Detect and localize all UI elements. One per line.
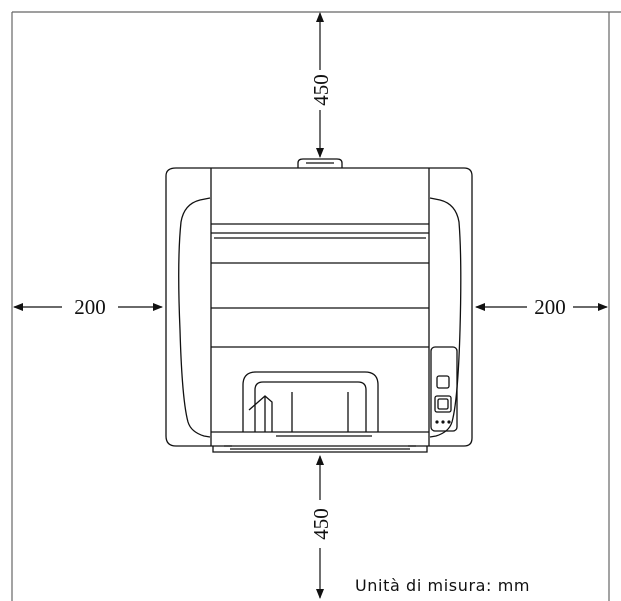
left-clearance-label: 200	[74, 295, 106, 319]
top-clearance-label: 450	[309, 74, 333, 106]
control-panel-leds	[435, 420, 451, 424]
unit-label: Unità di misura: mm	[355, 576, 531, 595]
right-clearance-label: 200	[534, 295, 566, 319]
printer-top-view	[165, 158, 473, 453]
bottom-clearance-label: 450	[309, 508, 333, 540]
